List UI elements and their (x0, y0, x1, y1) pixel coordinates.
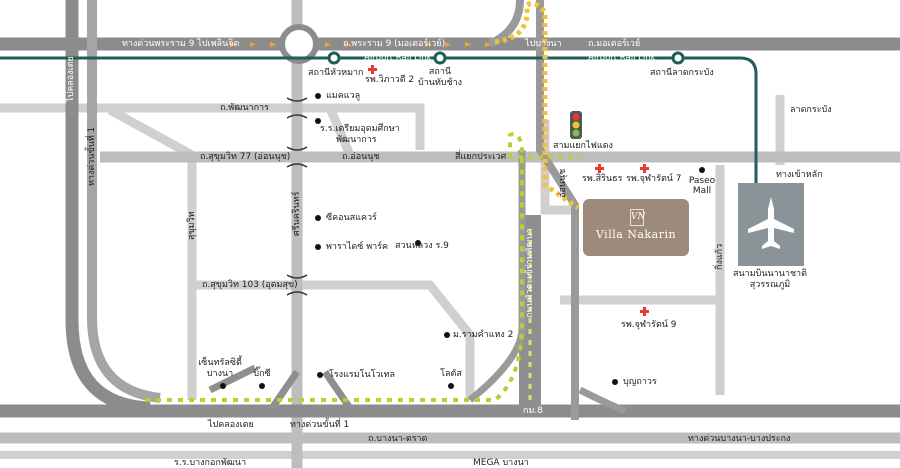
novotel-label: โรงแรมโนโวเทล (329, 370, 396, 380)
hotel-villa-nakarin: VN Villa Nakarin (583, 199, 689, 256)
link-road (107, 106, 195, 159)
ramkhamhaeng2-label: ม.รามคำแหง 2 (453, 330, 514, 340)
ramp-north (488, 0, 524, 48)
motorway-label: ถ.มอเตอร์เวย์ (588, 39, 641, 49)
triam-label-2: พัฒนาการ (336, 135, 377, 145)
km8-label: กม.8 (523, 406, 543, 416)
airport-rail-link (0, 56, 758, 183)
siyaek-prawet-label: สี่แยกประเวศ (455, 152, 507, 162)
makro-label: แมคแวลู (326, 91, 361, 101)
sukhumvit103-road (192, 280, 475, 400)
to-klongtoei-left-label: ไปคลองเตย (66, 56, 76, 102)
station-ladkrabang: สถานีลาดกระบัง (650, 68, 714, 78)
minor-roads (0, 95, 900, 459)
traffic-light-icon (570, 111, 582, 139)
onnut-junction-link (536, 0, 579, 420)
srinakarin-label: ศรีนครินทร์ (292, 191, 302, 236)
expressway1-outer (65, 0, 151, 415)
expressway1-left-label: ทางด่วนขั้นที่ 1 (87, 126, 97, 186)
ladkrabang-label: ลาดกระบัง (790, 105, 832, 115)
paseo-label-1: Paseo (688, 176, 716, 186)
hua-takhe-label: ถนนหัวตะเข้ร่วมพัฒนา (525, 228, 535, 318)
bangkok-pattana-label: ร.ร.บางกอกพัฒนา (174, 458, 247, 468)
central-bangna-label-2: บางนา (206, 369, 234, 379)
rail-label-1: Airport Rail Link (364, 53, 432, 63)
to-klongtoei-bottom-label: ไปคลองเตย (208, 420, 254, 430)
route-arrows-orange (230, 42, 491, 47)
to-bangna-label: ไปบางนา (525, 39, 562, 49)
expressway1-inner (87, 0, 161, 403)
bigc-label: บิ๊กซี (253, 369, 271, 379)
onnut-short-label: อ่อนนุช (558, 168, 568, 198)
small-link (325, 106, 355, 157)
king-kaew-label: กิ่งแก้ว (715, 243, 725, 270)
suan-luang-label: สวนหลวง ร.9 (395, 241, 449, 251)
expressways (0, 0, 900, 420)
red-cross-icon (368, 65, 649, 316)
airplane-icon (748, 197, 794, 249)
boonthavorn-label: บุญถาวร (623, 377, 657, 387)
ramps-srinakarin (208, 364, 355, 413)
airport-label-1: สนามบินนานาชาติ (733, 269, 807, 279)
airport-entrance-label: ทางเข้าหลัก (776, 170, 823, 180)
station-banthapchang-1: สถานี (428, 67, 452, 77)
sukhumvit-label: สุขุมวิท (187, 211, 197, 240)
seacon-label: ซีคอนสแควร์ (326, 213, 377, 223)
sukhumvit77-label: ถ.สุขุมวิท 77 (อ่อนนุช) (200, 152, 291, 162)
interchange-circle (279, 24, 319, 64)
black-dot-icon (220, 93, 705, 389)
chularat7-label: รพ.จุฬารัตน์ 7 (626, 174, 682, 184)
hotel-logo: VN (630, 209, 645, 226)
onnut-label: ถ.อ่อนนุช (342, 152, 380, 162)
bangna-trad-label: ถ.บางนา-ตราด (368, 434, 428, 444)
paseo-label-2: Mall (692, 186, 712, 196)
expressway1-bottom-label: ทางด่วนขั้นที่ 1 (290, 420, 350, 430)
station-banthapchang-2: บ้านทับช้าง (417, 78, 463, 88)
station-ring-icon (327, 51, 685, 65)
suvarnabhumi-airport-block (738, 183, 804, 266)
ramp-east (578, 386, 627, 415)
pattanakarn-road (0, 103, 425, 150)
vibhavadi2-label: รพ.วิภาวดี 2 (365, 75, 415, 85)
pattanakarn-label: ถ.พัฒนาการ (220, 103, 269, 113)
traffic-light-junction-label: สามแยกไฟแดง (553, 141, 613, 151)
interchange-bridge-icon (286, 97, 308, 296)
ramp-west (467, 150, 526, 403)
mega-bangna-label: MEGA บางนา (473, 458, 529, 468)
sukhumvit103-label: ถ.สุขุมวิท 103 (อุดมสุข) (202, 280, 298, 290)
rama9-expressway-label: ทางด่วนพระราม 9 ไปเพลินจิต (122, 39, 240, 49)
rama9-motorway-label: ถ.พระราม 9 (มอเตอร์เวย์) (343, 39, 446, 49)
bangna-bangpakong-label: ทางด่วนบางนา-บางประกง (688, 434, 791, 444)
route-bangna-green (145, 132, 524, 402)
triam-label-1: ร.ร.เตรียมอุดมศึกษา (320, 124, 400, 134)
rail-label-2: Airport Rail Link (588, 53, 656, 63)
central-bangna-label-1: เซ็นทรัลซิตี้ (198, 358, 242, 368)
sirindhorn-label: รพ.สิรินธร (582, 174, 623, 184)
airport-label-2: สุวรรณภูมิ (749, 280, 791, 290)
paradise-park-label: พาราไดซ์ พาร์ค (326, 242, 389, 252)
station-huamak: สถานีหัวหมาก (308, 68, 364, 78)
route-to-hotel-yellow (494, 1, 580, 211)
hotel-name: Villa Nakarin (595, 228, 677, 241)
lotus-label: โลตัส (440, 369, 462, 379)
onnut-link (540, 120, 578, 215)
chularat9-label: รพ.จุฬารัตน์ 9 (621, 320, 677, 330)
